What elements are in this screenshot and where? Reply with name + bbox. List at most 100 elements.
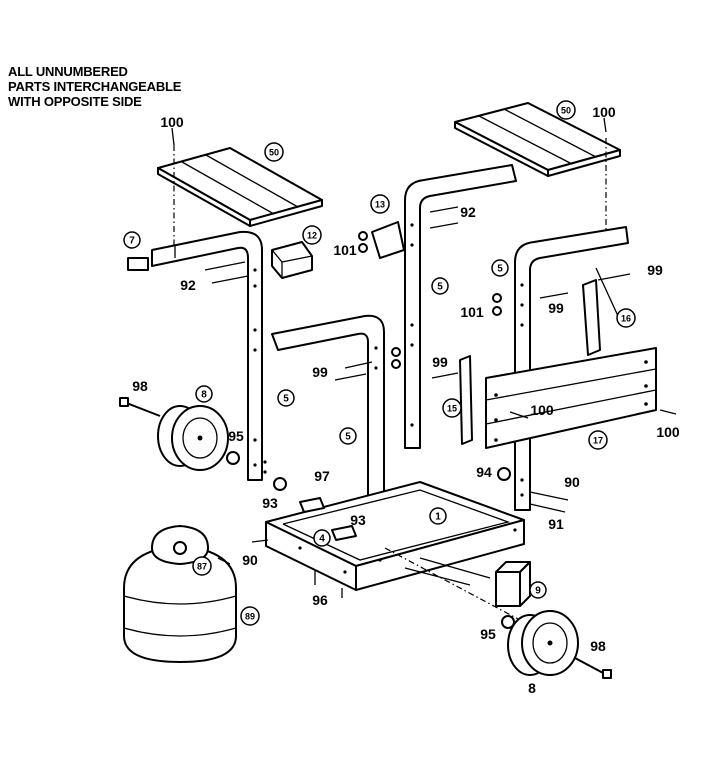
bracket-12 bbox=[271, 241, 313, 279]
callout-label: 7 bbox=[129, 236, 135, 247]
callout-circle bbox=[370, 194, 390, 214]
callout-label: 5 bbox=[345, 432, 351, 443]
callout-101: 101 bbox=[460, 304, 484, 320]
callout-circle bbox=[588, 430, 608, 450]
callout-92: 92 bbox=[180, 277, 196, 293]
callout-label: 99 bbox=[312, 364, 328, 380]
callout-50: 50 bbox=[264, 142, 284, 162]
callout-label: 99 bbox=[548, 300, 564, 316]
callout-7: 7 bbox=[123, 231, 141, 249]
callout-label: 100 bbox=[656, 424, 680, 440]
shelf-left bbox=[157, 145, 323, 260]
callout-circle bbox=[302, 225, 322, 245]
callout-label: 101 bbox=[460, 304, 484, 320]
callout-97: 97 bbox=[314, 468, 330, 484]
callout-13: 13 bbox=[370, 194, 390, 214]
callout-99: 99 bbox=[548, 300, 564, 316]
base-tray bbox=[265, 481, 525, 591]
shelf-right bbox=[454, 102, 621, 232]
callout-98: 98 bbox=[590, 638, 606, 654]
note-line: WITH OPPOSITE SIDE bbox=[8, 94, 142, 109]
callout-95: 95 bbox=[480, 626, 496, 642]
callout-87: 87 bbox=[192, 556, 212, 576]
callout-circle bbox=[616, 308, 636, 328]
callout-label: 9 bbox=[535, 586, 541, 597]
callout-99: 99 bbox=[647, 262, 663, 278]
callout-12: 12 bbox=[302, 225, 322, 245]
callout-8: 8 bbox=[528, 680, 536, 696]
frame-rear bbox=[404, 164, 517, 449]
wheel-right bbox=[507, 610, 579, 676]
callout-100: 100 bbox=[530, 402, 554, 418]
callout-label: 99 bbox=[432, 354, 448, 370]
callout-circle bbox=[195, 385, 213, 403]
callout-circle bbox=[313, 529, 331, 547]
callout-label: 87 bbox=[197, 562, 207, 572]
callout-50: 50 bbox=[556, 100, 576, 120]
callout-label: 95 bbox=[480, 626, 496, 642]
callout-circle bbox=[192, 556, 212, 576]
leg-cap-9 bbox=[495, 561, 531, 607]
callout-circle bbox=[264, 142, 284, 162]
note-line: PARTS INTERCHANGEABLE bbox=[8, 79, 182, 94]
callout-94: 94 bbox=[476, 464, 492, 480]
callout-16: 16 bbox=[616, 308, 636, 328]
callout-5: 5 bbox=[339, 427, 357, 445]
callout-label: 93 bbox=[350, 512, 366, 528]
propane-tank bbox=[123, 525, 237, 663]
callout-89: 89 bbox=[240, 606, 260, 626]
callout-5: 5 bbox=[277, 389, 295, 407]
callout-circle bbox=[240, 606, 260, 626]
frame-right bbox=[514, 226, 629, 511]
callout-label: 4 bbox=[319, 534, 325, 545]
callout-label: 89 bbox=[245, 612, 255, 622]
callout-label: 8 bbox=[528, 680, 536, 696]
callout-92: 92 bbox=[460, 204, 476, 220]
callout-label: 98 bbox=[590, 638, 606, 654]
callout-label: 16 bbox=[621, 314, 631, 324]
callout-label: 98 bbox=[132, 378, 148, 394]
callout-label: 12 bbox=[307, 231, 317, 241]
callout-4: 4 bbox=[313, 529, 331, 547]
callout-90: 90 bbox=[564, 474, 580, 490]
callout-label: 13 bbox=[375, 200, 385, 210]
callout-label: 101 bbox=[333, 242, 357, 258]
callout-circle bbox=[431, 277, 449, 295]
callout-circle bbox=[556, 100, 576, 120]
callout-label: 91 bbox=[548, 516, 564, 532]
callout-101: 101 bbox=[333, 242, 357, 258]
side-shelf bbox=[485, 347, 657, 449]
callout-1: 1 bbox=[429, 507, 447, 525]
callout-label: 8 bbox=[201, 390, 207, 401]
wheel-left bbox=[157, 405, 229, 471]
callout-96: 96 bbox=[312, 592, 328, 608]
callout-99: 99 bbox=[312, 364, 328, 380]
callout-circle bbox=[442, 398, 462, 418]
callout-circle bbox=[277, 389, 295, 407]
callout-label: 5 bbox=[283, 394, 289, 405]
callout-label: 100 bbox=[592, 104, 616, 120]
callout-100: 100 bbox=[592, 104, 616, 120]
callout-label: 17 bbox=[593, 436, 603, 446]
note-line: ALL UNNUMBERED bbox=[8, 64, 128, 79]
callout-93: 93 bbox=[350, 512, 366, 528]
callout-100: 100 bbox=[160, 114, 184, 130]
callout-label: 95 bbox=[228, 428, 244, 444]
callout-label: 1 bbox=[435, 512, 441, 523]
callout-label: 5 bbox=[437, 282, 443, 293]
callout-circle bbox=[429, 507, 447, 525]
callout-5: 5 bbox=[491, 259, 509, 277]
callout-label: 5 bbox=[497, 264, 503, 275]
callout-98: 98 bbox=[132, 378, 148, 394]
callout-5: 5 bbox=[431, 277, 449, 295]
callout-93: 93 bbox=[262, 495, 278, 511]
callout-label: 92 bbox=[460, 204, 476, 220]
callout-circle bbox=[529, 581, 547, 599]
callout-95: 95 bbox=[228, 428, 244, 444]
callout-100: 100 bbox=[656, 424, 680, 440]
callout-15: 15 bbox=[442, 398, 462, 418]
callout-circle bbox=[339, 427, 357, 445]
callout-label: 50 bbox=[561, 106, 571, 116]
